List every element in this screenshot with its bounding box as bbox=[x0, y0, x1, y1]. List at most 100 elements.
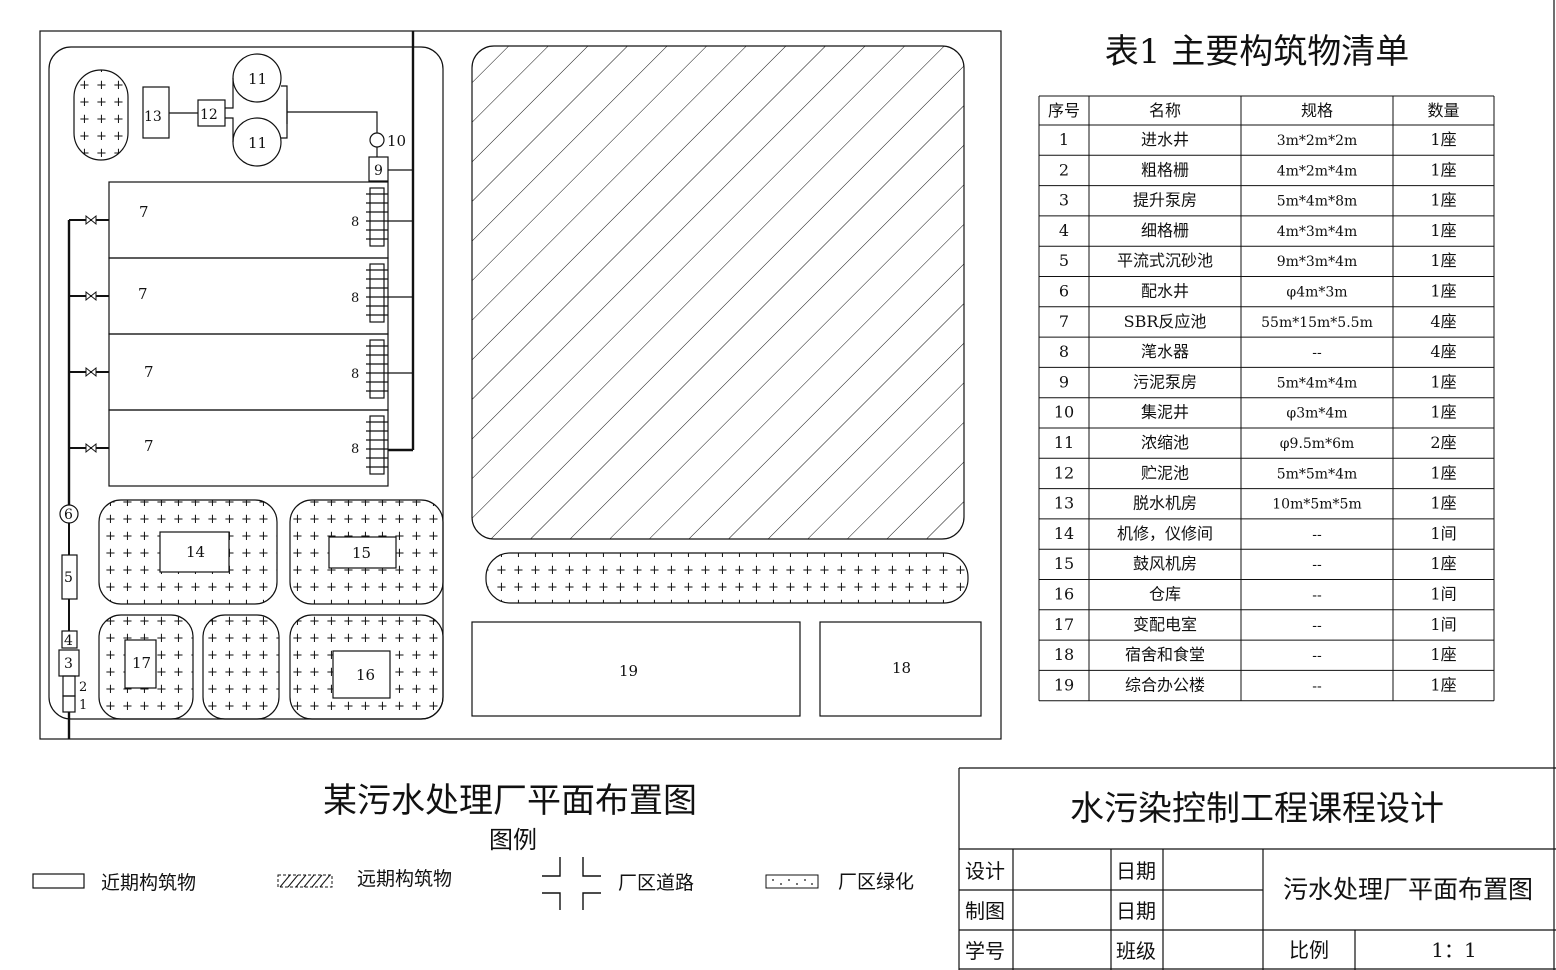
table-cell: 1座 bbox=[1430, 372, 1456, 391]
table-cell: 配水井 bbox=[1141, 282, 1189, 301]
table-cell: 1 bbox=[1059, 130, 1069, 149]
table-cell: -- bbox=[1312, 557, 1322, 573]
table-cell: 1座 bbox=[1430, 645, 1456, 664]
label-8c: 8 bbox=[351, 367, 359, 382]
table-cell: 17 bbox=[1054, 615, 1074, 634]
fine-screen-4 bbox=[61, 630, 78, 649]
decanter-4 bbox=[366, 415, 388, 475]
date-label-1: 日期 bbox=[1116, 859, 1156, 883]
label-16: 16 bbox=[356, 666, 375, 684]
table-cell: 10m*5m*5m bbox=[1272, 497, 1361, 513]
table-cell: 1间 bbox=[1430, 524, 1456, 543]
table-cell: 粗格栅 bbox=[1141, 160, 1189, 179]
table-cell: 污泥泵房 bbox=[1133, 372, 1197, 391]
table-cell: 1座 bbox=[1430, 463, 1456, 482]
table-cell: 4 bbox=[1059, 221, 1069, 240]
building-18 bbox=[819, 621, 982, 717]
label-3: 3 bbox=[64, 656, 73, 672]
green-strip bbox=[485, 552, 969, 604]
label-14: 14 bbox=[186, 543, 205, 561]
table-cell: φ4m*3m bbox=[1286, 285, 1347, 301]
legend-road-label: 厂区道路 bbox=[618, 872, 694, 894]
label-18: 18 bbox=[892, 659, 911, 677]
table-cell: 1座 bbox=[1430, 494, 1456, 513]
table-cell: 滗水器 bbox=[1141, 342, 1189, 361]
table-cell: 9m*3m*4m bbox=[1277, 254, 1358, 270]
table-cell: 3 bbox=[1059, 191, 1069, 210]
table-cell: 7 bbox=[1059, 312, 1069, 331]
building-16 bbox=[332, 650, 391, 699]
label-15: 15 bbox=[352, 544, 371, 562]
table-cell: 11 bbox=[1054, 433, 1074, 452]
table-cell: 1座 bbox=[1430, 675, 1456, 694]
label-1: 1 bbox=[79, 698, 87, 713]
site-plan bbox=[39, 30, 1002, 740]
structures-table bbox=[1038, 95, 1495, 702]
table-cell: 2 bbox=[1059, 160, 1069, 179]
valve-icon bbox=[85, 214, 97, 454]
table-cell: 4m*3m*4m bbox=[1277, 224, 1358, 240]
table-cell: 10 bbox=[1054, 403, 1074, 422]
label-7a: 7 bbox=[139, 203, 149, 221]
sludge-pump-9 bbox=[368, 156, 389, 182]
table-cell: 4座 bbox=[1430, 342, 1456, 361]
table-cell: -- bbox=[1312, 618, 1322, 634]
decanter-1 bbox=[366, 187, 413, 247]
building-15 bbox=[328, 536, 397, 569]
course-heading: 水污染控制工程课程设计 bbox=[1070, 789, 1444, 829]
table-cell: 仓库 bbox=[1149, 585, 1181, 604]
table-cell: 1座 bbox=[1430, 221, 1456, 240]
label-8d: 8 bbox=[351, 442, 359, 457]
table-cell: 细格栅 bbox=[1141, 221, 1189, 240]
plan-title: 某污水处理厂平面布置图 bbox=[323, 781, 697, 821]
table-cell: 浓缩池 bbox=[1141, 433, 1189, 452]
label-19: 19 bbox=[619, 662, 638, 680]
scale-value: 1：1 bbox=[1431, 938, 1476, 962]
decanter-2 bbox=[366, 263, 413, 323]
green-block-mid bbox=[202, 614, 280, 720]
label-8b: 8 bbox=[351, 291, 359, 306]
design-label: 设计 bbox=[965, 859, 1005, 883]
table-cell: 机修，仪修间 bbox=[1117, 524, 1213, 543]
inlet-well-1 bbox=[62, 695, 76, 713]
legend-near-swatch bbox=[32, 873, 85, 889]
table-cell: -- bbox=[1312, 345, 1322, 361]
table-cell: 集泥井 bbox=[1141, 403, 1189, 422]
student-id-label: 学号 bbox=[965, 939, 1005, 963]
table-cell: 宿舍和食堂 bbox=[1125, 645, 1205, 664]
table-cell: 8 bbox=[1059, 342, 1069, 361]
table-cell: 19 bbox=[1054, 675, 1074, 694]
sbr-reactor-1 bbox=[108, 181, 389, 259]
unit-12 bbox=[197, 99, 226, 127]
road-icon bbox=[542, 857, 601, 910]
label-9: 9 bbox=[374, 163, 383, 179]
label-4: 4 bbox=[64, 633, 73, 649]
legend-near-label: 近期构筑物 bbox=[101, 872, 196, 894]
table-cell: -- bbox=[1312, 648, 1322, 664]
table-cell: -- bbox=[1312, 678, 1322, 694]
plan-labels: 1 2 3 4 5 6 7 7 7 7 8 8 8 8 9 10 11 11 1… bbox=[64, 70, 911, 713]
table-cell: 贮泥池 bbox=[1141, 463, 1189, 482]
table-cell: 16 bbox=[1054, 585, 1074, 604]
table-cell: 5m*5m*4m bbox=[1277, 466, 1358, 482]
table-cell: 鼓风机房 bbox=[1133, 554, 1197, 573]
table-cell: 55m*15m*5.5m bbox=[1261, 315, 1373, 331]
label-17: 17 bbox=[132, 654, 151, 672]
table-header-cell: 名称 bbox=[1149, 101, 1181, 120]
label-11a: 11 bbox=[248, 70, 267, 88]
drawing-name: 污水处理厂平面布置图 bbox=[1283, 875, 1533, 904]
table-cell: SBR反应池 bbox=[1124, 312, 1207, 331]
label-7b: 7 bbox=[138, 285, 148, 303]
sbr-reactor-2 bbox=[108, 257, 389, 335]
table-cell: 5m*4m*4m bbox=[1277, 375, 1358, 391]
table-header-cell: 序号 bbox=[1048, 101, 1080, 120]
table-cell: 平流式沉砂池 bbox=[1117, 251, 1213, 270]
label-13: 13 bbox=[144, 109, 162, 125]
table-cell: 提升泵房 bbox=[1133, 191, 1197, 210]
table-cell: 13 bbox=[1054, 494, 1074, 513]
table-cell: 12 bbox=[1054, 463, 1074, 482]
table-cell: 14 bbox=[1054, 524, 1074, 543]
draw-label: 制图 bbox=[965, 899, 1005, 923]
table-cell: 1座 bbox=[1430, 191, 1456, 210]
sludge-well-10 bbox=[369, 132, 385, 148]
